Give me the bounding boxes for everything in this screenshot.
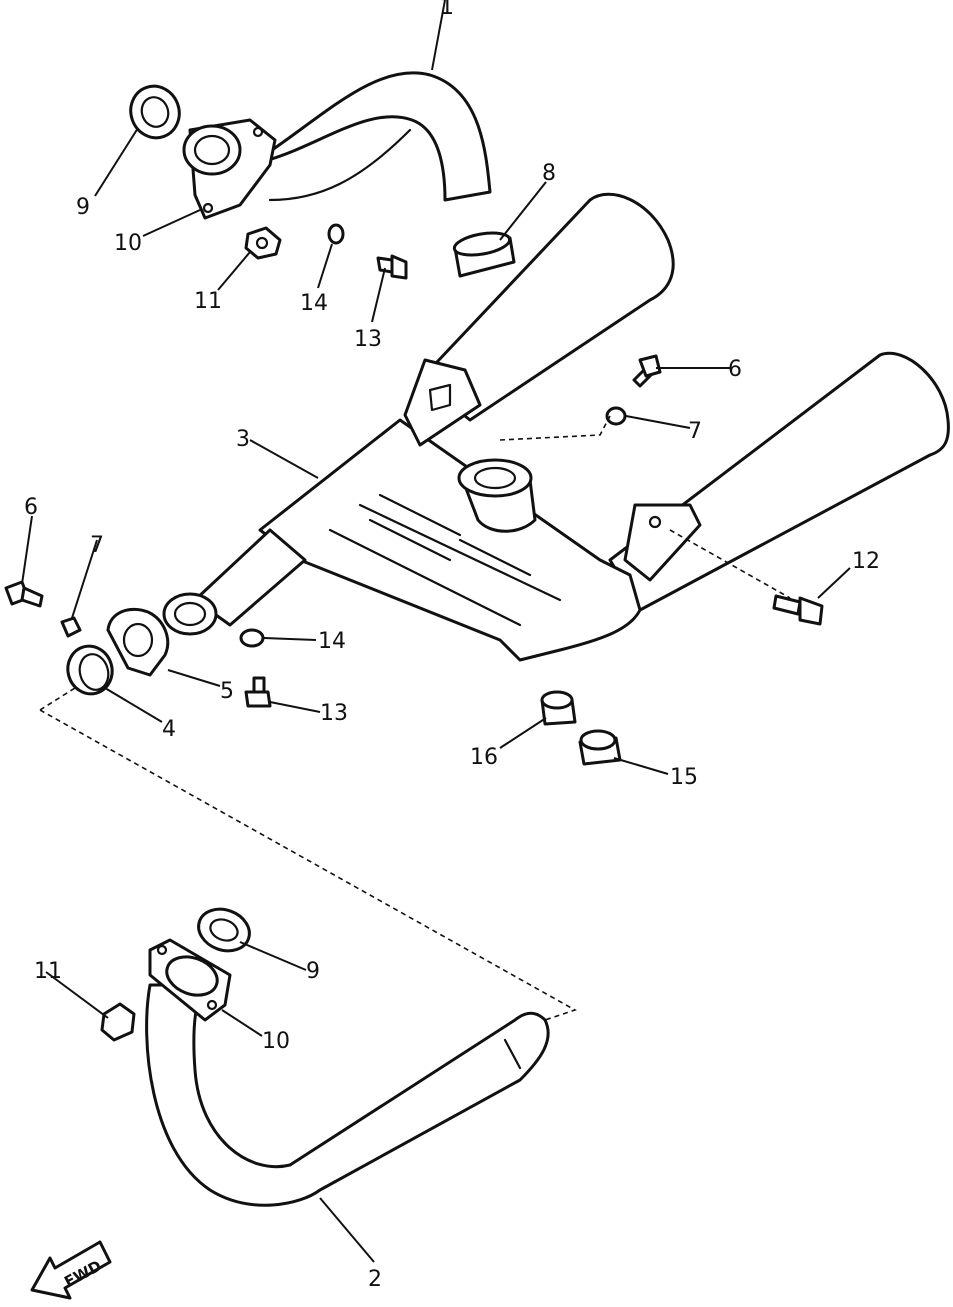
callout-10-upper: 10	[114, 231, 142, 256]
assembly-dashed-line-upper	[499, 415, 611, 441]
callout-labels: 1 9 10 11 14 13 8 6 7 3 6 7 12 14 5 4 13…	[24, 0, 880, 1292]
callout-13-upper: 13	[354, 327, 382, 352]
callout-6-left: 6	[24, 495, 38, 520]
callout-7-left: 7	[90, 533, 104, 558]
bolt-left	[4, 580, 44, 608]
exhaust-pipe-upper	[266, 71, 492, 202]
callout-13-middle: 13	[320, 701, 348, 726]
rubber-damper-large	[578, 729, 622, 766]
washer-right	[605, 406, 627, 426]
rubber-damper-small	[540, 690, 577, 726]
callout-16: 16	[470, 745, 498, 770]
callout-10-lower: 10	[262, 1029, 290, 1054]
washer-upper	[327, 223, 345, 245]
bolt-right	[632, 354, 662, 388]
washer-middle	[239, 628, 265, 648]
callout-8: 8	[542, 161, 556, 186]
callout-1: 1	[440, 0, 454, 20]
flange-upper	[182, 118, 277, 220]
forward-arrow-icon: FWD	[30, 1240, 112, 1300]
clamp-ring	[452, 231, 516, 278]
gasket-upper	[129, 84, 181, 140]
leader-lines	[21, 0, 851, 1263]
callout-12: 12	[852, 549, 880, 574]
flange-lower	[148, 938, 232, 1022]
callout-7-right: 7	[688, 419, 702, 444]
callout-11-lower: 11	[34, 959, 62, 984]
callout-14-upper: 14	[300, 291, 328, 316]
nut-lower	[100, 1002, 136, 1042]
callout-4: 4	[162, 717, 176, 742]
callout-9-upper: 9	[76, 195, 90, 220]
gasket-ring	[66, 644, 114, 696]
callout-9-lower: 9	[306, 959, 320, 984]
bolt-lower-right	[772, 594, 824, 626]
callout-14-middle: 14	[318, 629, 346, 654]
callout-15: 15	[670, 765, 698, 790]
bolt-middle	[244, 676, 272, 708]
muffler-assembly	[162, 192, 950, 662]
assembly-dashed-line-right	[669, 529, 791, 599]
nut-upper	[244, 226, 282, 260]
gasket-lower	[197, 907, 251, 953]
callout-11-upper: 11	[194, 289, 222, 314]
callout-5: 5	[220, 679, 234, 704]
washer-left	[60, 616, 82, 638]
bolt-upper	[376, 254, 408, 280]
assembly-dashed-line	[39, 687, 577, 1021]
clamp	[106, 607, 170, 677]
callout-6-right: 6	[728, 357, 742, 382]
callout-3: 3	[236, 427, 250, 452]
callout-2: 2	[368, 1267, 382, 1292]
